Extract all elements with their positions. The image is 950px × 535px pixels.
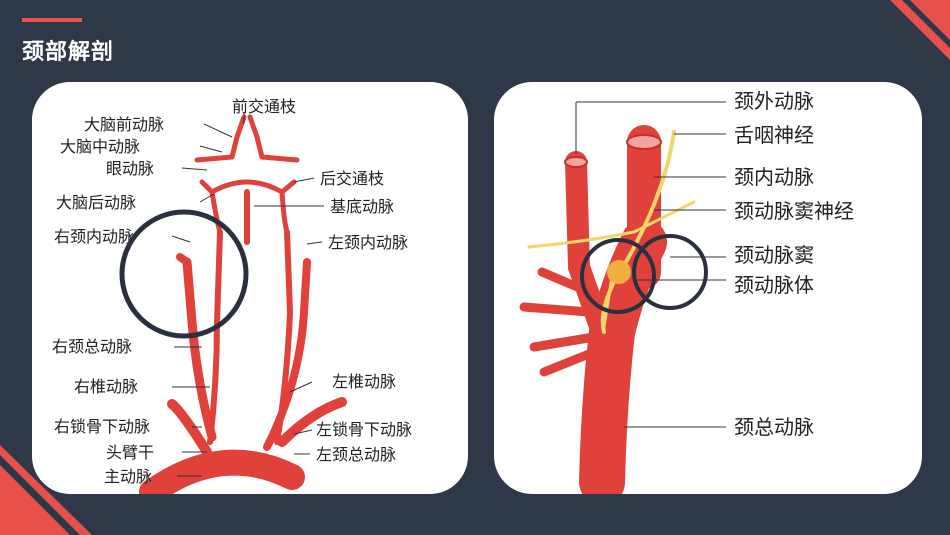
label-aorta: 主动脉 <box>104 467 152 486</box>
anterior-cerebral-right <box>229 114 247 160</box>
label-left-internal-carotid: 左颈内动脉 <box>328 233 408 252</box>
label-left-vertebral: 左椎动脉 <box>332 372 396 391</box>
highlight-circle-sinus <box>632 234 708 310</box>
label-glossopharyngeal-nerve: 舌咽神经 <box>734 123 814 147</box>
title-accent-bar <box>22 18 82 22</box>
label-left-subclavian: 左锁骨下动脉 <box>316 420 412 439</box>
label-internal-carotid: 颈内动脉 <box>734 165 814 189</box>
corner-decoration-bottom-left <box>0 445 92 535</box>
carotid-bifurcation-diagram: 颈外动脉 舌咽神经 颈内动脉 颈动脉窦神经 颈动脉窦 颈动脉体 颈总动脉 <box>519 89 854 494</box>
label-left-common-carotid: 左颈总动脉 <box>316 445 396 464</box>
label-middle-cerebral: 大脑中动脉 <box>60 137 140 156</box>
circle-of-willis <box>209 179 285 195</box>
label-common-carotid: 颈总动脉 <box>734 415 814 439</box>
aorta-arch <box>139 449 305 494</box>
label-posterior-cerebral: 大脑后动脉 <box>56 193 136 212</box>
right-carotid-stub <box>176 253 191 266</box>
right-common-carotid <box>182 257 217 442</box>
label-right-vertebral: 右椎动脉 <box>74 377 138 396</box>
artery-drawing <box>139 114 347 494</box>
right-vertebral-artery <box>207 229 223 445</box>
left-common-carotid <box>263 258 311 451</box>
external-carotid-opening <box>564 156 588 168</box>
nerve-branch <box>527 200 696 249</box>
internal-carotid-opening <box>626 134 662 150</box>
label-basilar: 基底动脉 <box>330 197 394 216</box>
label-anterior-communicating: 前交通枝 <box>232 97 296 116</box>
label-brachiocephalic-trunk: 头臂干 <box>106 443 154 462</box>
middle-cerebral-right <box>194 154 235 163</box>
highlight-circle-body <box>580 238 656 314</box>
label-right-internal-carotid: 右颈内动脉 <box>54 227 134 246</box>
leader-lines <box>171 112 324 477</box>
label-carotid-body: 颈动脉体 <box>734 273 814 297</box>
leader-lines-right <box>575 101 726 428</box>
carotid-body-node <box>607 260 631 284</box>
label-anterior-cerebral: 大脑前动脉 <box>84 115 164 134</box>
label-external-carotid: 颈外动脉 <box>734 89 814 113</box>
label-carotid-sinus: 颈动脉窦 <box>734 243 814 267</box>
corner-decoration-top-right <box>890 0 950 60</box>
highlight-circle-left <box>119 209 249 339</box>
posterior-communicating-left <box>279 189 290 235</box>
carotid-bifurcation-panel: 颈外动脉 舌咽神经 颈内动脉 颈动脉窦神经 颈动脉窦 颈动脉体 颈总动脉 <box>494 82 922 494</box>
right-subclavian-artery <box>167 399 212 457</box>
external-carotid <box>565 151 613 343</box>
cerebral-arteries-panel: 前交通枝 大脑前动脉 大脑中动脉 眼动脉 后交通枝 大脑后动脉 基底动脉 右颈内… <box>32 82 468 494</box>
label-posterior-communicating: 后交通枝 <box>320 169 384 188</box>
label-ophthalmic: 眼动脉 <box>106 159 154 178</box>
label-right-subclavian: 右锁骨下动脉 <box>54 417 150 436</box>
slide-title: 颈部解剖 <box>22 40 115 65</box>
anterior-cerebral-left <box>247 114 265 160</box>
posterior-cerebral-left <box>279 179 297 195</box>
label-carotid-sinus-nerve: 颈动脉窦神经 <box>734 199 854 223</box>
label-right-common-carotid: 右颈总动脉 <box>52 337 132 356</box>
middle-cerebral-left <box>259 154 300 163</box>
posterior-communicating-right <box>209 189 223 235</box>
left-subclavian-artery <box>277 397 347 447</box>
cerebral-arteries-diagram: 前交通枝 大脑前动脉 大脑中动脉 眼动脉 后交通枝 大脑后动脉 基底动脉 右颈内… <box>52 97 412 494</box>
